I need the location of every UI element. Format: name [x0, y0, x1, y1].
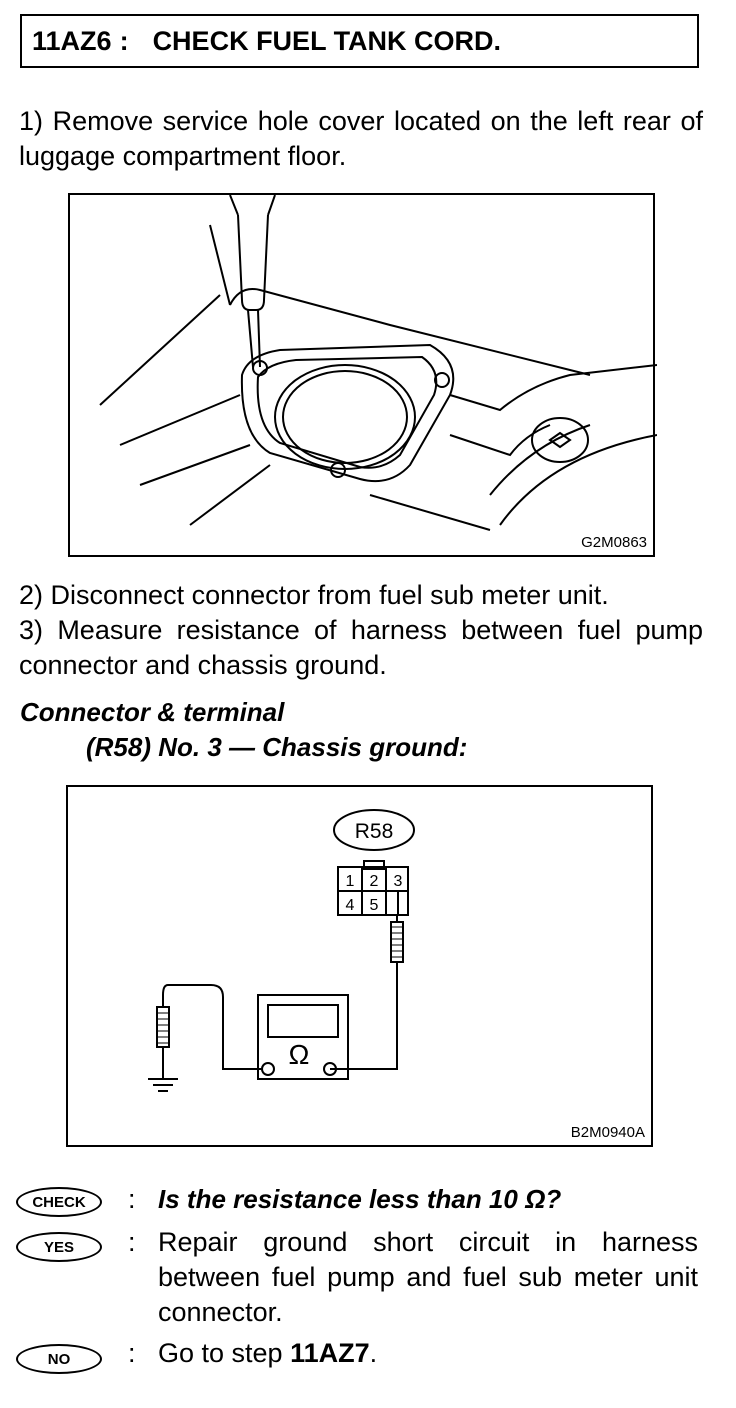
circuit-diagram: R58 1 2 3 4 5 Ω — [148, 809, 415, 1092]
step-separator: : — [119, 26, 129, 56]
step-header: 11AZ6: CHECK FUEL TANK CORD. — [20, 14, 699, 68]
yes-badge: YES — [16, 1232, 102, 1262]
yes-colon: : — [128, 1227, 136, 1257]
instruction-step-2: 2) Disconnect connector from fuel sub me… — [19, 580, 609, 610]
pin-2: 2 — [370, 873, 379, 890]
no-answer-prefix: Go to step — [158, 1338, 291, 1368]
connector-label: R58 — [355, 820, 394, 843]
instruction-step-1: 1) Remove service hole cover located on … — [19, 106, 703, 171]
figure-code: G2M0863 — [581, 534, 647, 551]
ohm-symbol: Ω — [289, 1039, 310, 1070]
figure-code-2: B2M0940A — [570, 1124, 645, 1141]
no-colon: : — [128, 1338, 136, 1368]
no-badge: NO — [16, 1344, 102, 1374]
step-number: 11AZ6 — [32, 26, 112, 56]
pin-5: 5 — [370, 897, 379, 914]
step-title: CHECK FUEL TANK CORD. — [152, 26, 502, 56]
resistance-measurement-figure: R58 1 2 3 4 5 Ω B2M0940A — [66, 785, 653, 1147]
connector-detail: (R58) No. 3 — Chassis ground: — [86, 732, 468, 762]
connector-heading: Connector & terminal — [20, 697, 285, 727]
pin-4: 4 — [346, 897, 355, 914]
check-colon: : — [128, 1184, 136, 1214]
service-hole-illustration — [99, 195, 657, 531]
no-answer-step: 11AZ7 — [290, 1338, 370, 1368]
instruction-step-3: 3) Measure resistance of harness between… — [19, 615, 703, 680]
pin-1: 1 — [346, 873, 355, 890]
pin-3: 3 — [394, 873, 403, 890]
check-badge: CHECK — [16, 1187, 102, 1217]
no-answer: Go to step 11AZ7. — [158, 1336, 698, 1371]
service-hole-figure: G2M0863 — [68, 193, 657, 557]
yes-answer: Repair ground short circuit in harness b… — [158, 1227, 698, 1327]
check-question: Is the resistance less than 10 Ω? — [158, 1184, 562, 1214]
no-answer-suffix: . — [369, 1338, 378, 1368]
